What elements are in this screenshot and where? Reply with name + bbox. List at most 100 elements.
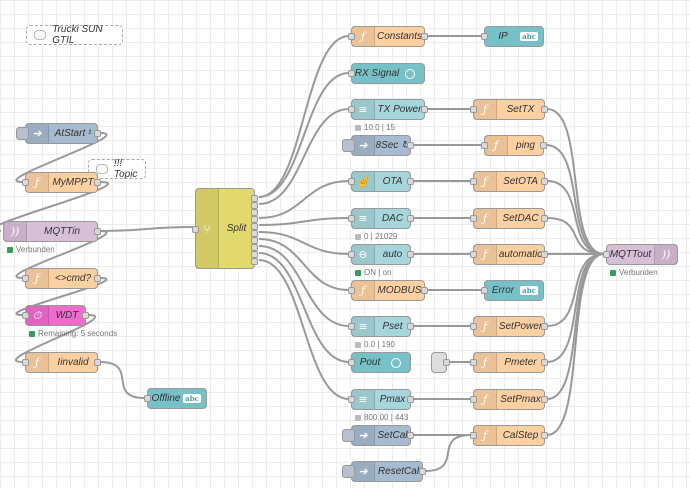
input-port[interactable]	[348, 359, 355, 366]
output-port[interactable]	[94, 359, 101, 366]
output-port[interactable]	[541, 215, 548, 222]
mqttin-node[interactable]: ))MQTTin	[3, 221, 101, 242]
inject-trigger-button[interactable]	[342, 465, 355, 478]
setcal-node[interactable]: ➔SetCal	[342, 425, 414, 446]
wdt-node[interactable]: ⏱WDT	[22, 305, 89, 326]
output-port[interactable]	[540, 142, 547, 149]
pset-node[interactable]: ≡Pset	[348, 316, 414, 337]
input-port[interactable]	[481, 33, 488, 40]
input-port[interactable]	[481, 287, 488, 294]
input-port[interactable]	[22, 275, 29, 282]
dac-node[interactable]: ≡DAC	[348, 208, 414, 229]
input-port[interactable]	[603, 251, 610, 258]
output-port[interactable]	[541, 396, 548, 403]
comment-node-topic[interactable]: !!! Topic	[88, 158, 146, 180]
comment-node-title[interactable]: Trucki SUN GTIL	[26, 24, 123, 46]
input-port[interactable]	[348, 33, 355, 40]
txpower-node[interactable]: ≡TX Power	[348, 99, 428, 120]
output-port[interactable]	[94, 179, 101, 186]
output-port[interactable]	[251, 244, 258, 251]
output-port[interactable]	[407, 396, 414, 403]
input-port[interactable]	[348, 251, 355, 258]
input-port[interactable]	[470, 251, 477, 258]
input-port[interactable]	[348, 70, 355, 77]
link-in-node[interactable]	[431, 352, 450, 373]
output-port[interactable]	[407, 178, 414, 185]
inject-trigger-button[interactable]	[16, 127, 29, 140]
output-port[interactable]	[251, 216, 258, 223]
pout-node[interactable]: Pout	[348, 352, 411, 373]
input-port[interactable]	[22, 359, 29, 366]
input-port[interactable]	[348, 178, 355, 185]
output-port[interactable]	[541, 359, 548, 366]
output-port[interactable]	[407, 215, 414, 222]
output-port[interactable]	[421, 287, 428, 294]
output-port[interactable]	[251, 258, 258, 265]
output-port[interactable]	[541, 251, 548, 258]
output-port[interactable]	[407, 323, 414, 330]
output-port[interactable]	[443, 359, 450, 366]
output-port[interactable]	[407, 251, 414, 258]
cmd-node[interactable]: ƒ<>cmd?	[22, 268, 101, 289]
input-port[interactable]	[192, 226, 199, 233]
input-port[interactable]	[348, 106, 355, 113]
inject-trigger-button[interactable]	[342, 139, 355, 152]
input-port[interactable]	[470, 396, 477, 403]
output-port[interactable]	[421, 33, 428, 40]
input-port[interactable]	[470, 178, 477, 185]
split-node[interactable]: ⑂ Split	[192, 188, 258, 269]
rxsignal-node[interactable]: RX Signal	[348, 63, 425, 84]
atstart-node[interactable]: ➔AtStart ¹	[16, 123, 101, 144]
input-port[interactable]	[348, 215, 355, 222]
input-port[interactable]	[348, 287, 355, 294]
input-port[interactable]	[470, 359, 477, 366]
output-port[interactable]	[251, 237, 258, 244]
output-port[interactable]	[251, 202, 258, 209]
input-port[interactable]	[348, 323, 355, 330]
output-port[interactable]	[251, 230, 258, 237]
input-port[interactable]	[22, 312, 29, 319]
resetcal-node[interactable]: ➔ResetCal	[342, 461, 426, 482]
input-port[interactable]	[348, 396, 355, 403]
input-port[interactable]	[470, 106, 477, 113]
output-port[interactable]	[541, 106, 548, 113]
output-port[interactable]	[251, 223, 258, 230]
auto-node[interactable]: ⊖auto	[348, 244, 414, 265]
pmax-node[interactable]: ≡Pmax	[348, 389, 414, 410]
input-port[interactable]	[22, 179, 29, 186]
output-port[interactable]	[94, 130, 101, 137]
output-port[interactable]	[82, 312, 89, 319]
output-port[interactable]	[407, 432, 414, 439]
output-port[interactable]	[419, 468, 426, 475]
output-port[interactable]	[541, 178, 548, 185]
8sec-node[interactable]: ➔8Sec ↻	[342, 135, 414, 156]
input-port[interactable]	[470, 323, 477, 330]
output-port[interactable]	[407, 142, 414, 149]
input-port[interactable]	[144, 395, 151, 402]
mqttout-node[interactable]: MQTTout))	[603, 244, 678, 265]
input-port[interactable]	[481, 142, 488, 149]
output-port[interactable]	[541, 323, 548, 330]
input-port[interactable]	[470, 432, 477, 439]
output-port[interactable]	[251, 251, 258, 258]
ota-node[interactable]: ☝OTA	[348, 171, 414, 192]
input-port[interactable]	[470, 215, 477, 222]
output-port[interactable]	[421, 106, 428, 113]
output-port[interactable]	[94, 275, 101, 282]
